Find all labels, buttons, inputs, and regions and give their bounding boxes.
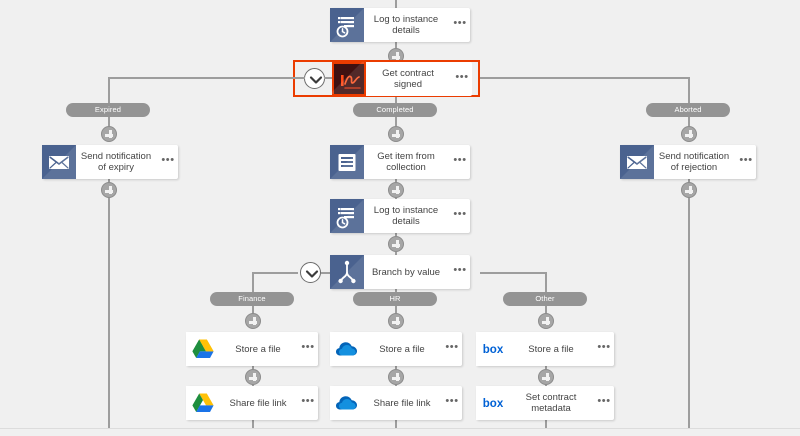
collection-icon xyxy=(330,145,364,179)
action-card-label: Get item from collection xyxy=(377,151,435,173)
connector-line xyxy=(108,114,110,136)
add-step-button[interactable] xyxy=(681,126,697,142)
connector-line xyxy=(545,272,547,294)
card-menu-button[interactable]: ••• xyxy=(453,154,467,166)
action-card-label: Get contract signed xyxy=(382,68,434,90)
connector-line xyxy=(480,272,546,274)
action-card-label: Log to instance details xyxy=(373,205,439,227)
card-menu-button[interactable]: ••• xyxy=(455,71,469,83)
branch-label-aborted: Aborted xyxy=(646,103,730,117)
connector-line xyxy=(395,284,397,294)
add-step-button[interactable] xyxy=(101,126,117,142)
onedrive-icon xyxy=(330,332,364,366)
connector-line xyxy=(395,97,397,107)
google-drive-icon xyxy=(186,386,220,420)
connector-line xyxy=(688,114,690,136)
action-card-hr-store-a-file[interactable]: Store a file ••• xyxy=(330,332,462,366)
action-card-label: Store a file xyxy=(379,343,425,355)
branch-label-finance: Finance xyxy=(210,292,294,306)
collapse-toggle-get-contract-signed[interactable] xyxy=(304,68,325,89)
connector-line xyxy=(324,77,332,79)
action-card-label: Share file link xyxy=(229,397,287,409)
signature-icon xyxy=(332,62,366,96)
card-menu-button[interactable]: ••• xyxy=(445,395,459,407)
action-card-label: Store a file xyxy=(235,343,281,355)
add-step-button[interactable] xyxy=(388,126,404,142)
connector-line xyxy=(108,178,110,436)
action-card-finance-store-a-file[interactable]: Store a file ••• xyxy=(186,332,318,366)
card-menu-button[interactable]: ••• xyxy=(453,17,467,29)
add-step-button[interactable] xyxy=(388,182,404,198)
connector-line xyxy=(252,272,298,274)
action-card-log-to-instance-details-mid[interactable]: Log to instance details ••• xyxy=(330,199,470,233)
action-card-label: Send notification of rejection xyxy=(658,151,730,173)
action-card-get-item-from-collection[interactable]: Get item from collection ••• xyxy=(330,145,470,179)
svg-text:box: box xyxy=(483,398,504,410)
connector-line xyxy=(480,77,690,79)
card-menu-button[interactable]: ••• xyxy=(453,264,467,276)
action-card-other-set-contract-metadata[interactable]: box Set contract metadata ••• xyxy=(476,386,614,420)
log-list-icon xyxy=(330,8,364,42)
branch-icon xyxy=(330,255,364,289)
card-menu-button[interactable]: ••• xyxy=(597,341,611,353)
action-card-send-notification-of-rejection[interactable]: Send notification of rejection ••• xyxy=(620,145,756,179)
connector-line xyxy=(108,77,298,79)
branch-label-hr: HR xyxy=(353,292,437,306)
box-icon: box xyxy=(476,332,510,366)
connector-line xyxy=(395,301,397,323)
connector-line xyxy=(291,77,305,79)
connector-line xyxy=(395,0,397,8)
google-drive-icon xyxy=(186,332,220,366)
action-card-label: Send notification of expiry xyxy=(80,151,152,173)
action-card-hr-share-file-link[interactable]: Share file link ••• xyxy=(330,386,462,420)
action-card-finance-share-file-link[interactable]: Share file link ••• xyxy=(186,386,318,420)
card-menu-button[interactable]: ••• xyxy=(445,341,459,353)
connector-line xyxy=(252,301,254,323)
add-step-button[interactable] xyxy=(388,236,404,252)
card-menu-button[interactable]: ••• xyxy=(597,395,611,407)
svg-text:box: box xyxy=(483,344,504,356)
card-menu-button[interactable]: ••• xyxy=(301,395,315,407)
action-card-label: Set contract metadata xyxy=(525,392,577,414)
connector-line xyxy=(252,272,254,294)
connector-line xyxy=(545,301,547,323)
branch-label-expired: Expired xyxy=(66,103,150,117)
onedrive-icon xyxy=(330,386,364,420)
add-step-button[interactable] xyxy=(101,182,117,198)
action-card-log-to-instance-details-top[interactable]: Log to instance details ••• xyxy=(330,8,470,42)
connector-line xyxy=(688,178,690,436)
action-card-other-store-a-file[interactable]: box Store a file ••• xyxy=(476,332,614,366)
add-step-button[interactable] xyxy=(388,369,404,385)
box-icon: box xyxy=(476,386,510,420)
connector-line xyxy=(395,114,397,136)
action-card-label: Store a file xyxy=(528,343,574,355)
branch-label-other: Other xyxy=(503,292,587,306)
action-card-label: Log to instance details xyxy=(373,14,439,36)
connector-line xyxy=(688,77,690,107)
card-menu-button[interactable]: ••• xyxy=(161,154,175,166)
branch-label-completed: Completed xyxy=(353,103,437,117)
add-step-button[interactable] xyxy=(538,369,554,385)
connector-line xyxy=(108,77,110,107)
log-list-icon xyxy=(330,199,364,233)
action-card-get-contract-signed[interactable]: Get contract signed ••• xyxy=(332,62,472,96)
collapse-toggle-branch-by-value[interactable] xyxy=(300,262,321,283)
action-card-label: Share file link xyxy=(373,397,431,409)
action-card-send-notification-of-expiry[interactable]: Send notification of expiry ••• xyxy=(42,145,178,179)
card-menu-button[interactable]: ••• xyxy=(453,208,467,220)
envelope-icon xyxy=(620,145,654,179)
add-step-button[interactable] xyxy=(538,313,554,329)
add-step-button[interactable] xyxy=(245,369,261,385)
card-menu-button[interactable]: ••• xyxy=(301,341,315,353)
card-menu-button[interactable]: ••• xyxy=(739,154,753,166)
envelope-icon xyxy=(42,145,76,179)
add-step-button[interactable] xyxy=(388,313,404,329)
action-card-label: Branch by value xyxy=(371,266,441,278)
add-step-button[interactable] xyxy=(681,182,697,198)
add-step-button[interactable] xyxy=(245,313,261,329)
connector-line xyxy=(321,272,330,274)
action-card-branch-by-value[interactable]: Branch by value ••• xyxy=(330,255,470,289)
canvas-footer xyxy=(0,428,800,436)
